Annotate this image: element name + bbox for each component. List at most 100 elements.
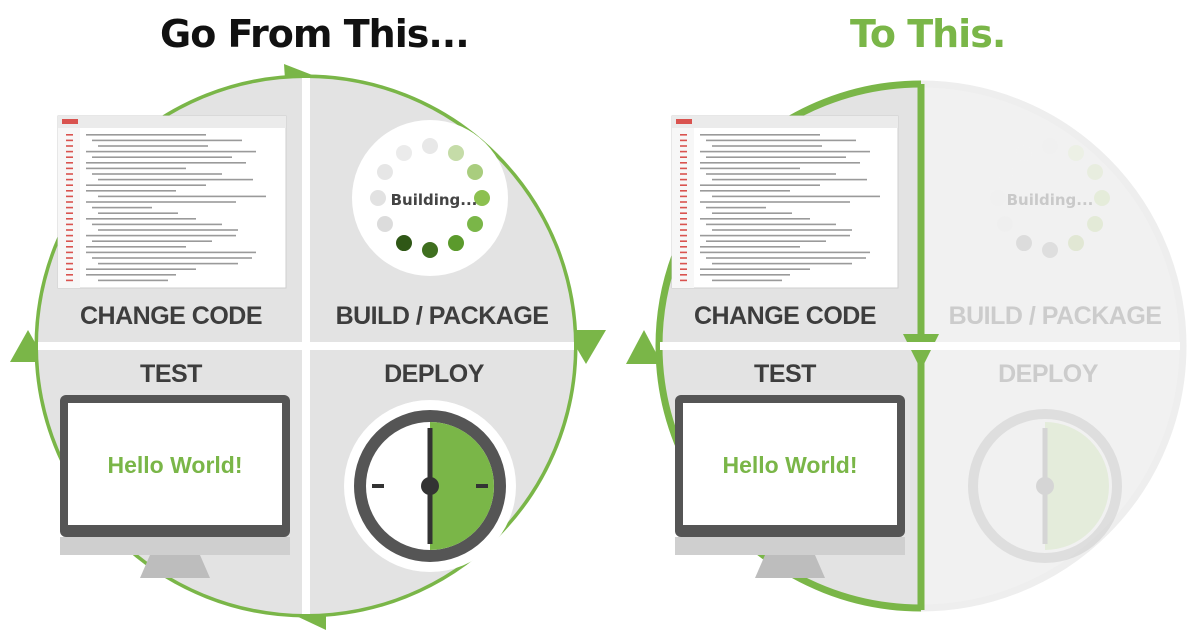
line-number [66,246,73,248]
code-line [98,145,208,147]
line-number [680,184,687,186]
code-line [712,262,852,265]
code-line [712,212,792,214]
line-number [66,212,73,214]
line-number [66,190,73,192]
code-line [92,139,242,142]
code-line [706,156,846,158]
line-number [66,150,73,153]
code-line [92,156,232,158]
code-line [86,201,236,203]
code-line [706,240,826,242]
line-number [680,178,687,181]
deploy-label: DEPLOY [384,360,485,388]
code-line [712,279,782,282]
title-to-this: To This. [850,12,1006,56]
code-line [700,218,810,220]
spinner-dot [422,242,438,258]
line-number [680,218,687,220]
line-number [680,234,687,237]
line-number [680,274,687,276]
code-line [706,257,866,259]
line-number [66,134,73,136]
code-line [700,251,870,254]
code-line [712,195,880,198]
line-number [66,195,73,198]
line-number [680,240,687,242]
spinner-dot [370,190,386,206]
line-number [66,156,73,158]
line-number [680,206,687,209]
line-number [680,173,687,175]
line-number [680,201,687,203]
spinner-dot [474,190,490,206]
right-cycle-ring [655,80,921,612]
code-line [98,212,178,214]
cycle-arrow-icon [566,330,606,364]
code-line [700,184,820,186]
code-line [98,262,238,265]
spinner-dot [1042,242,1058,258]
loading-spinner-icon: Building... [352,120,508,276]
line-number [66,184,73,186]
code-line [706,173,836,175]
title-go-from-this: Go From This... [160,12,470,56]
change-code-label-right: CHANGE CODE [694,302,876,330]
line-number [66,145,73,147]
code-line [98,279,168,282]
line-number [680,162,687,164]
test-label: TEST [140,360,202,388]
code-line [98,178,253,181]
line-number [680,167,687,170]
line-number [66,173,73,175]
line-number [66,268,73,270]
code-line [86,184,206,186]
line-number [680,257,687,259]
line-number [66,162,73,164]
line-number [680,262,687,265]
cycle-arrow-icon [626,330,662,364]
line-number [66,262,73,265]
line-number [680,190,687,192]
code-editor-icon [671,115,899,289]
code-line [712,178,867,181]
line-number [680,251,687,254]
line-number [66,279,73,282]
line-number [680,279,687,282]
line-number [66,139,73,142]
spinner-dot [1087,216,1104,232]
code-line [700,201,850,203]
line-number [66,206,73,209]
building-text-faded: Building... [1007,191,1094,209]
line-number [680,223,687,226]
code-line [98,195,266,198]
spinner-dot [448,144,464,161]
change-code-label: CHANGE CODE [80,302,262,330]
spinner-dot [376,164,393,180]
code-line [86,246,186,248]
line-number [66,240,73,242]
spinner-dot [1016,144,1032,161]
line-number [66,167,73,170]
loading-spinner-icon: Building... [990,138,1110,258]
code-line [700,274,790,276]
line-number [680,229,687,231]
line-number [680,145,687,147]
spinner-dot [467,216,484,232]
code-line [700,246,800,248]
code-line [700,162,860,164]
deploy-label-faded: DEPLOY [998,360,1099,388]
line-number [680,139,687,142]
line-number [680,195,687,198]
monitor-icon: Hello World! [675,395,905,578]
code-line [706,139,856,142]
spinner-dot [1068,235,1084,252]
spinner-dot [990,190,1006,206]
spinner-dot [996,164,1013,180]
line-number [66,234,73,237]
code-line [706,206,766,209]
code-line [700,134,820,136]
line-number [66,223,73,226]
code-line [86,218,196,220]
